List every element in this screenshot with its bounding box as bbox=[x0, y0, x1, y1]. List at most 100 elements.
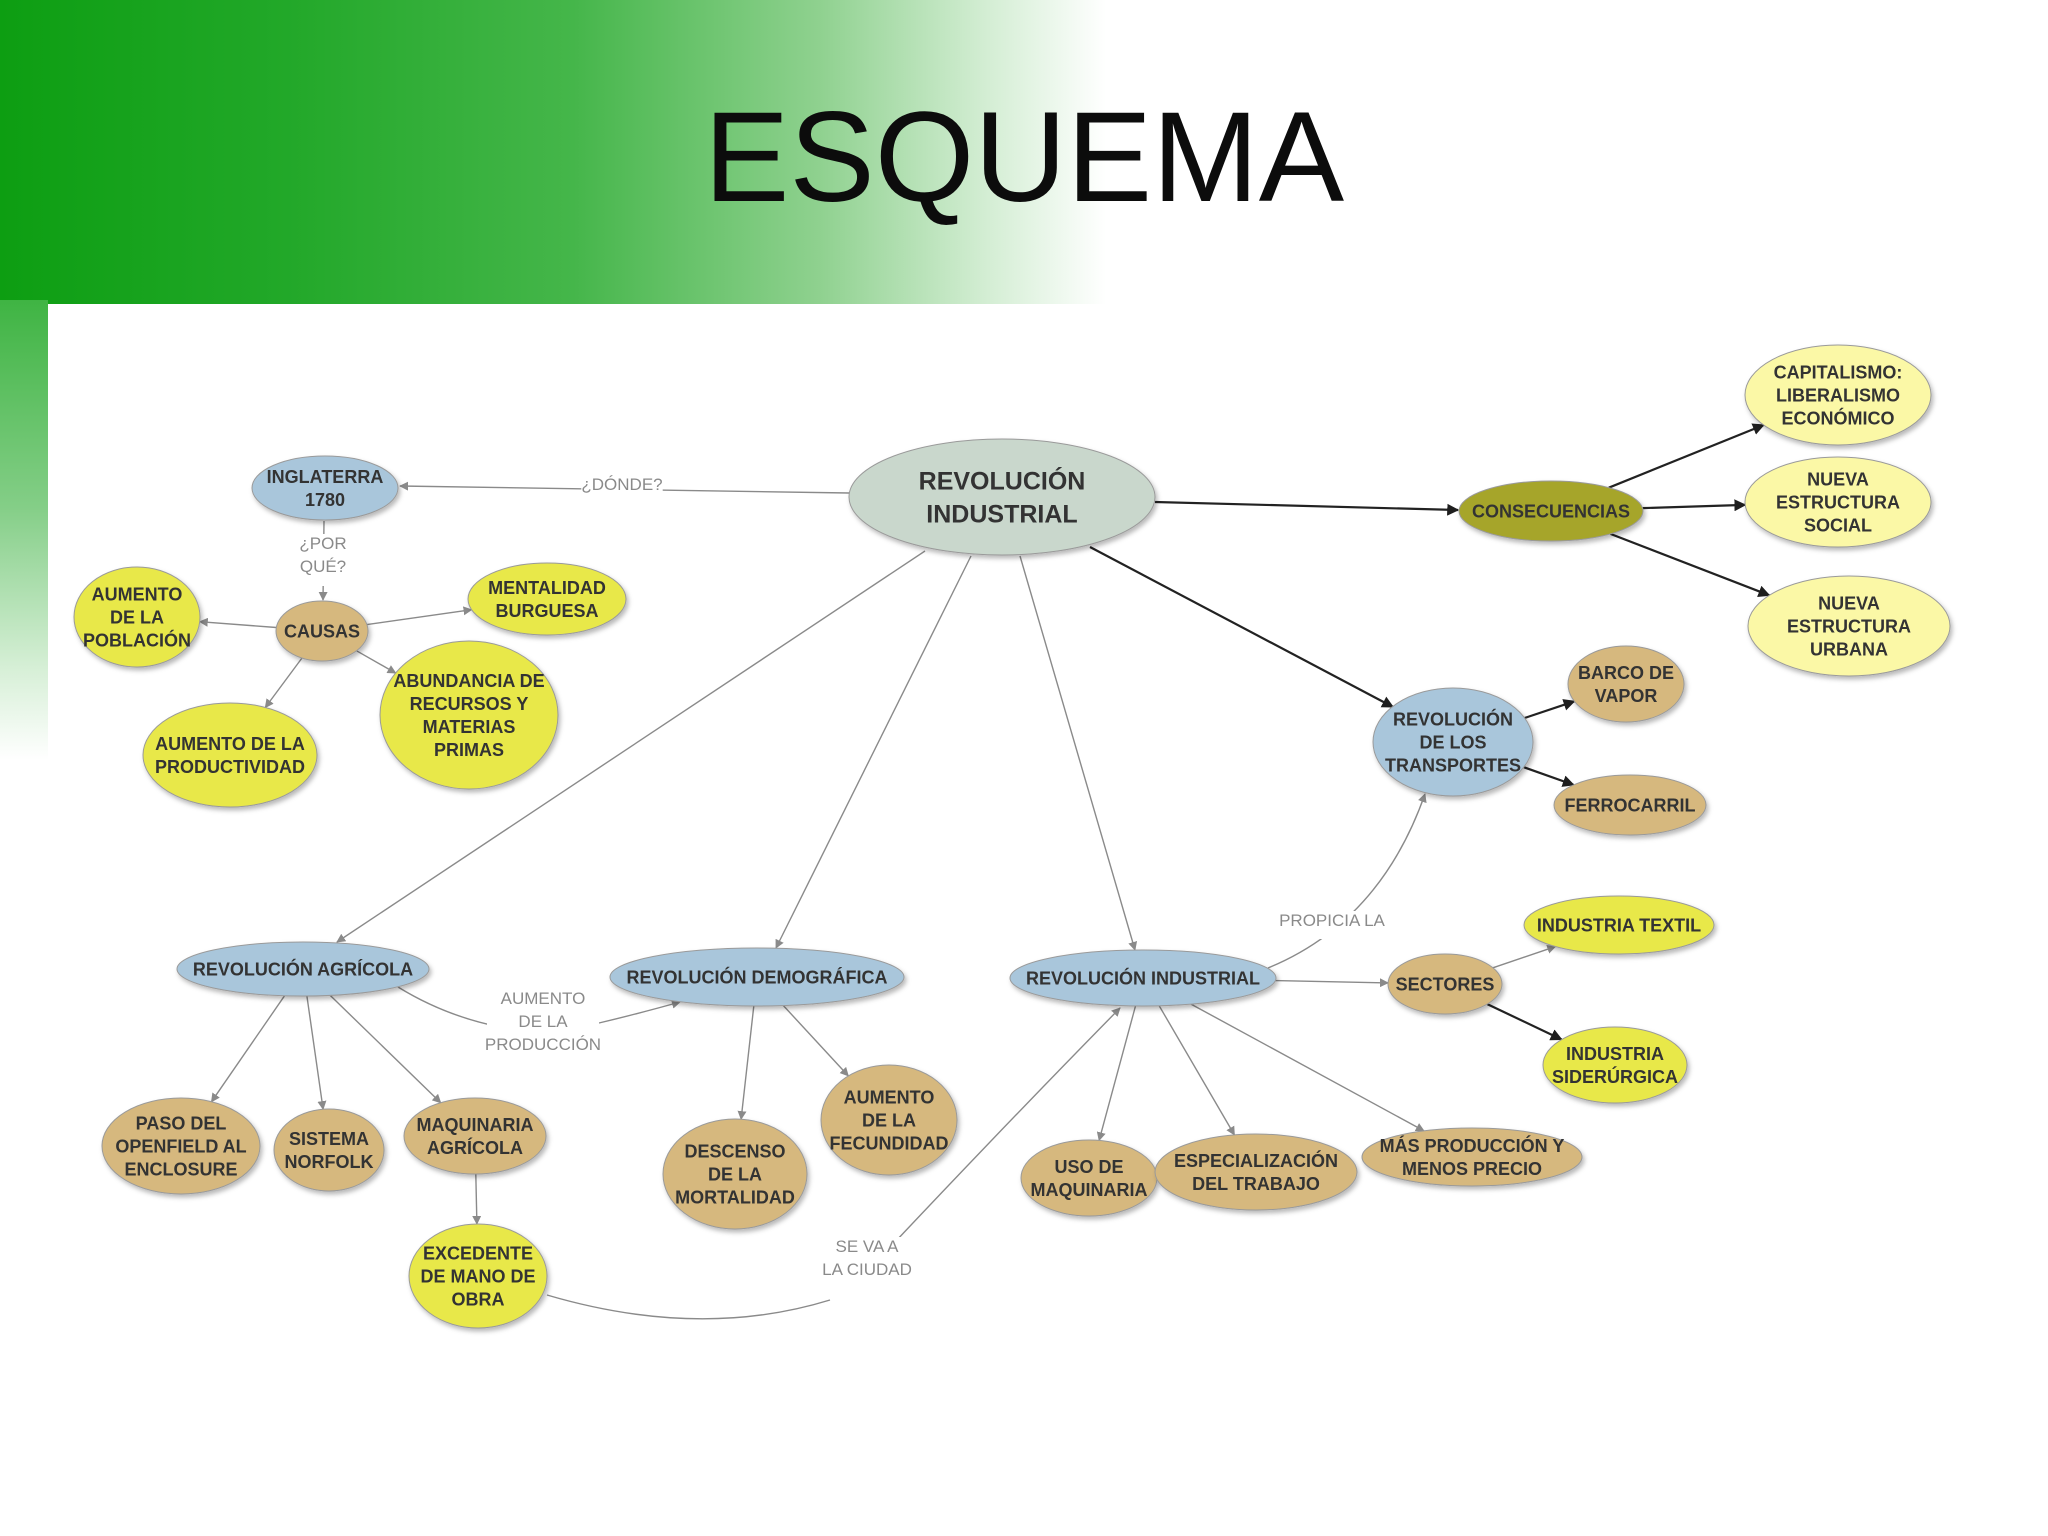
node-shape bbox=[1567, 645, 1685, 723]
edge-label-propicia-la: PROPICIA LA bbox=[1270, 911, 1394, 939]
node-shape bbox=[1747, 575, 1951, 677]
edge-revolucion-demografica-to-aumento-fecundidad bbox=[782, 1005, 849, 1077]
node-label: AUMENTO bbox=[92, 584, 183, 604]
node-label: LIBERALISMO bbox=[1776, 385, 1900, 405]
node-label: REVOLUCIÓN DEMOGRÁFICA bbox=[627, 966, 888, 987]
node-label: INDUSTRIA TEXTIL bbox=[1537, 915, 1701, 935]
node-shape bbox=[1154, 1133, 1358, 1211]
left-gradient-strip bbox=[0, 300, 48, 760]
edge-revolucion-transportes-to-ferrocarril bbox=[1523, 766, 1575, 787]
edge-causas-to-abundancia-recursos bbox=[356, 650, 397, 674]
node-label: INGLATERRA bbox=[267, 467, 384, 487]
edge-causas-to-aumento-productividad bbox=[264, 657, 303, 709]
node-shape bbox=[820, 1064, 958, 1176]
node-label: SISTEMA bbox=[289, 1129, 369, 1149]
node-shape bbox=[251, 455, 399, 521]
edge-consecuencias-to-capitalismo bbox=[1608, 423, 1765, 489]
node-label: EXCEDENTE bbox=[423, 1243, 533, 1263]
node-consecuencias: CONSECUENCIAS bbox=[1458, 480, 1644, 542]
node-shape bbox=[1009, 949, 1277, 1007]
node-label: SECTORES bbox=[1396, 974, 1495, 994]
node-label: URBANA bbox=[1810, 639, 1888, 659]
node-shape bbox=[275, 600, 369, 662]
node-shape bbox=[1744, 456, 1932, 548]
node-label: ENCLOSURE bbox=[124, 1159, 237, 1179]
node-label: MORTALIDAD bbox=[675, 1187, 795, 1207]
node-label: CAUSAS bbox=[284, 621, 360, 641]
node-label: PRIMAS bbox=[434, 740, 504, 760]
edge-causas-to-aumento-poblacion bbox=[198, 617, 277, 629]
edge-revolucion-industrial-center-to-revolucion-demografica bbox=[775, 555, 972, 949]
node-shape bbox=[1542, 1026, 1688, 1104]
edge-excedente-mano-obra-to-revolucion-industrial-sub bbox=[546, 1008, 1120, 1320]
edge-sectores-to-industria-siderurgica bbox=[1486, 1003, 1563, 1041]
node-label: PASO DEL bbox=[136, 1113, 227, 1133]
node-revolucion-agricola: REVOLUCIÓN AGRÍCOLA bbox=[176, 941, 430, 997]
edge-consecuencias-to-nueva-estructura-social bbox=[1642, 499, 1747, 512]
edge-sectores-to-industria-textil bbox=[1492, 944, 1557, 969]
node-label: FERROCARRIL bbox=[1565, 795, 1696, 815]
node-label: VAPOR bbox=[1595, 686, 1658, 706]
edge-label-text: AUMENTO bbox=[501, 989, 586, 1008]
node-shape bbox=[403, 1097, 547, 1175]
header-gradient-band bbox=[0, 0, 2048, 305]
edge-revolucion-industrial-center-to-revolucion-transportes bbox=[1089, 546, 1395, 708]
node-shape bbox=[73, 566, 201, 668]
node-label: AGRÍCOLA bbox=[427, 1137, 523, 1158]
edge-label-se-va-ciudad: SE VA A LA CIUDAD bbox=[816, 1237, 918, 1289]
node-label: MATERIAS bbox=[423, 717, 516, 737]
edge-label-text: ¿DÓNDE? bbox=[581, 475, 662, 494]
node-label: PRODUCTIVIDAD bbox=[155, 757, 305, 777]
node-label: AUMENTO DE LA bbox=[155, 734, 305, 754]
node-label: REVOLUCIÓN INDUSTRIAL bbox=[1026, 967, 1260, 988]
edge-revolucion-industrial-center-to-revolucion-industrial-sub bbox=[1019, 555, 1138, 951]
node-revolucion-industrial-sub: REVOLUCIÓN INDUSTRIAL bbox=[1009, 949, 1277, 1007]
node-label: ESTRUCTURA bbox=[1776, 492, 1900, 512]
node-label: ECONÓMICO bbox=[1781, 407, 1894, 428]
node-label: FECUNDIDAD bbox=[830, 1133, 949, 1153]
node-label: NORFOLK bbox=[285, 1152, 374, 1172]
edge-label-backing bbox=[581, 475, 663, 503]
node-shape bbox=[379, 640, 559, 790]
node-label: BARCO DE bbox=[1578, 663, 1674, 683]
node-shape bbox=[1553, 774, 1707, 836]
node-shape bbox=[1523, 895, 1715, 955]
slide-title: ESQUEMA bbox=[703, 86, 1345, 229]
node-label: SIDERÚRGICA bbox=[1552, 1066, 1678, 1087]
edge-label-backing bbox=[297, 534, 349, 586]
node-shape bbox=[101, 1097, 261, 1195]
node-shape bbox=[1361, 1127, 1583, 1187]
node-label: ESPECIALIZACIÓN bbox=[1174, 1150, 1338, 1171]
node-shape bbox=[467, 562, 627, 636]
edge-revolucion-transportes-to-barco-vapor bbox=[1524, 699, 1576, 720]
edge-label-text: LA CIUDAD bbox=[822, 1260, 912, 1279]
node-label: ABUNDANCIA DE bbox=[393, 671, 544, 691]
node-aumento-productividad: AUMENTO DE LA PRODUCTIVIDAD bbox=[142, 702, 318, 808]
node-label: SOCIAL bbox=[1804, 515, 1872, 535]
node-label: DE LOS bbox=[1419, 732, 1486, 752]
node-shape bbox=[176, 941, 430, 997]
node-label: DE LA bbox=[110, 607, 164, 627]
node-label: NUEVA bbox=[1818, 593, 1880, 613]
edge-revolucion-industrial-center-to-revolucion-agricola bbox=[336, 550, 926, 943]
edge-label-text: ¿POR bbox=[299, 534, 346, 553]
edge-maquinaria-agricola-to-excedente-mano-obra bbox=[472, 1173, 482, 1225]
edge-label-backing bbox=[487, 989, 599, 1064]
edge-label-text: SE VA A bbox=[835, 1237, 899, 1256]
node-shape bbox=[848, 438, 1156, 556]
node-shape bbox=[142, 702, 318, 808]
node-label: 1780 bbox=[305, 490, 345, 510]
edge-revolucion-industrial-sub-to-uso-maquinaria bbox=[1096, 1005, 1137, 1142]
node-label: AUMENTO bbox=[844, 1087, 935, 1107]
